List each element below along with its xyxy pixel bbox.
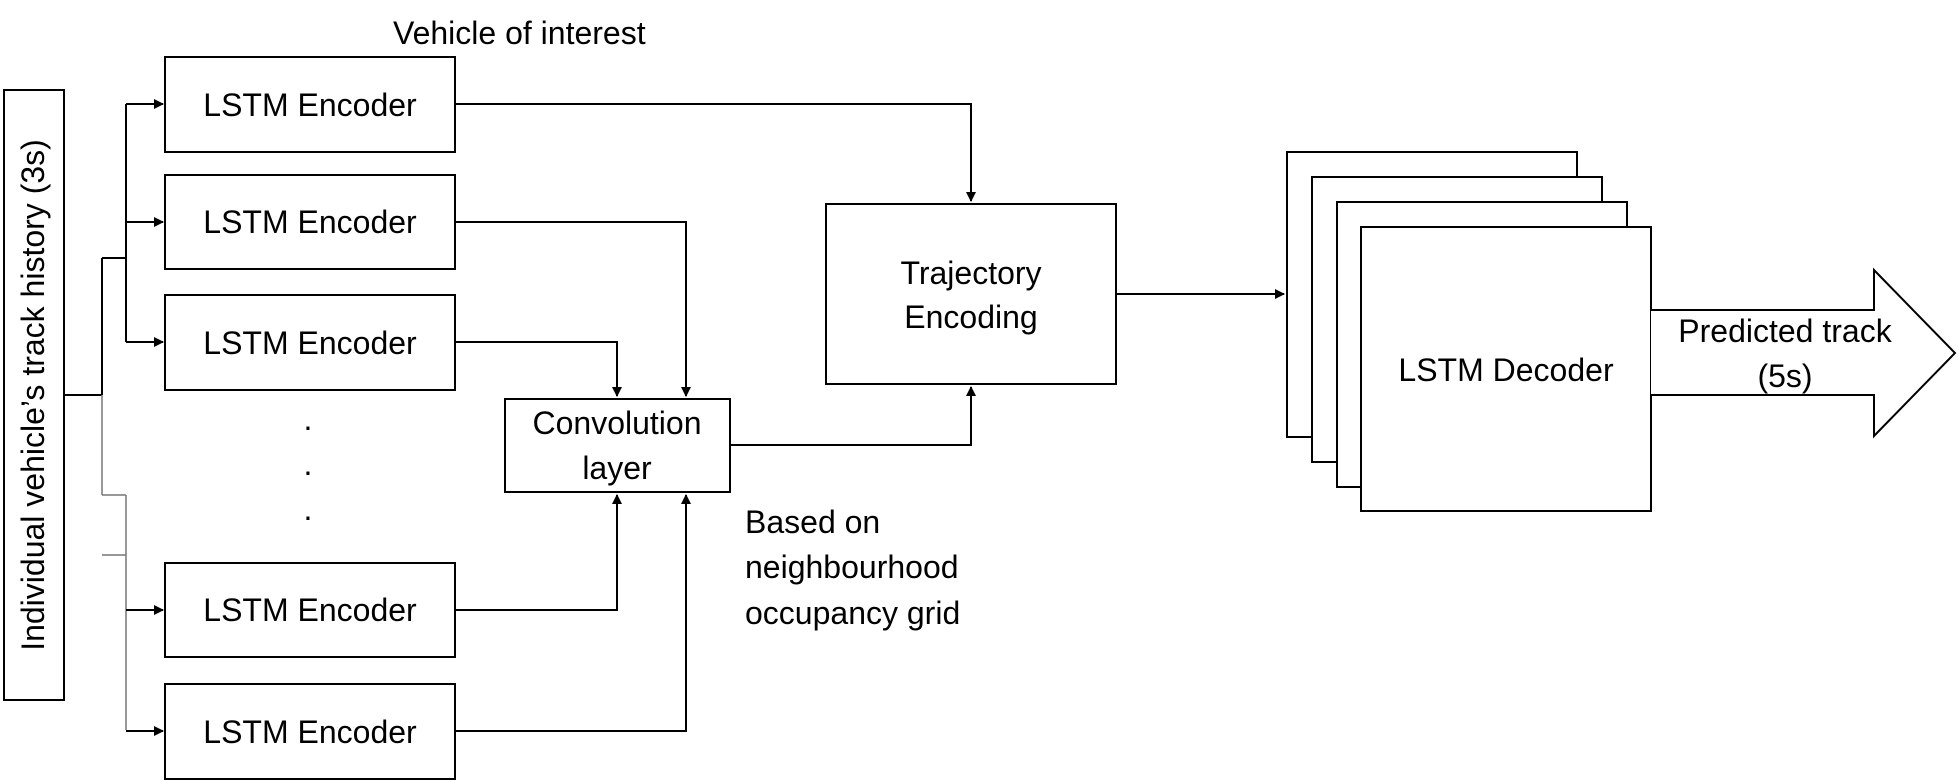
lstm-decoder-stack: LSTM Decoder (1286, 151, 1652, 512)
lstm-encoder-4: LSTM Encoder (164, 562, 456, 658)
convolution-label-line2: layer (582, 450, 652, 486)
occupancy-grid-note: Based on neighbourhood occupancy grid (745, 504, 960, 631)
trajectory-label-line1: Trajectory (900, 255, 1041, 291)
trajectory-label-line2: Encoding (904, 299, 1037, 335)
lstm-encoder-3: LSTM Encoder (164, 294, 456, 391)
lstm-decoder-label: LSTM Decoder (1398, 352, 1614, 388)
lstm-encoder-2: LSTM Encoder (164, 174, 456, 270)
lstm-encoder-label: LSTM Encoder (203, 714, 417, 750)
convolution-label-line1: Convolution (533, 405, 702, 441)
input-track-history-box: Individual vehicle’s track history (3s) (3, 89, 65, 701)
output-label-line2: (5s) (1757, 358, 1812, 394)
trajectory-encoding-box: Trajectory Encoding (825, 203, 1117, 385)
input-fanout-connectors (64, 99, 164, 736)
ellipsis-dot: . (304, 401, 313, 437)
encoder-connectors (455, 103, 1285, 732)
lstm-encoder-1: LSTM Encoder (164, 56, 456, 153)
grid-note-line1: Based on (745, 504, 880, 540)
grid-note-line2: neighbourhood (745, 549, 959, 585)
lstm-encoder-label: LSTM Encoder (203, 204, 417, 240)
vehicle-of-interest-label: Vehicle of interest (393, 15, 646, 51)
lstm-encoder-label: LSTM Encoder (203, 87, 417, 123)
ellipsis-dot: . (304, 491, 313, 527)
output-label-line1: Predicted track (1678, 313, 1892, 349)
encoder-ellipsis: . . . (304, 401, 313, 527)
grid-note-line3: occupancy grid (745, 595, 960, 631)
lstm-encoder-label: LSTM Encoder (203, 325, 417, 361)
ellipsis-dot: . (304, 446, 313, 482)
predicted-track-arrow: Predicted track (5s) (1651, 267, 1957, 439)
lstm-encoder-label: LSTM Encoder (203, 592, 417, 628)
input-track-history-label: Individual vehicle’s track history (3s) (15, 139, 51, 651)
lstm-encoder-5: LSTM Encoder (164, 683, 456, 780)
convolution-layer-box: Convolution layer (504, 398, 731, 493)
